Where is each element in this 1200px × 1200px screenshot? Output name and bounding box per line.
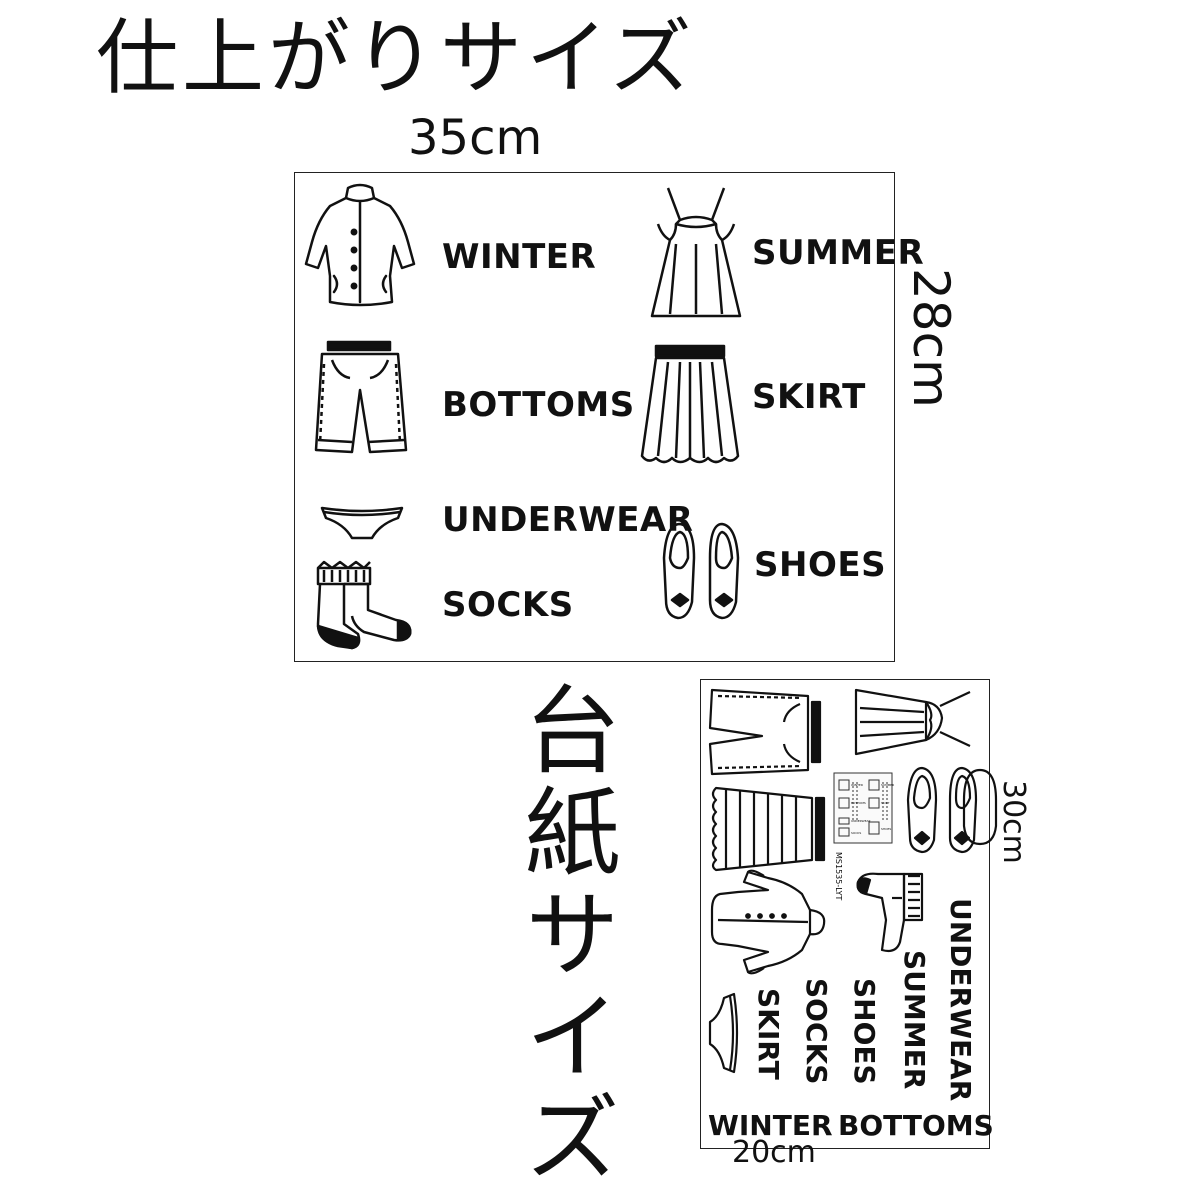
sheet-dress-icon (850, 684, 978, 762)
preview-label: SHOES (881, 827, 891, 831)
sheet-width-label: 20cm (732, 1135, 816, 1170)
sheet-pants-icon (706, 686, 824, 778)
sheet-label-shoes: SHOES (848, 978, 881, 1085)
sheet-shoes-icon (900, 766, 984, 854)
sheet-preview-icon: WINTER SUMMER BOTTOMS SKIRT UNDERWEAR SOCKS SH… (833, 772, 894, 844)
preview-label: BOTTOMS (851, 801, 866, 805)
sheet-label-winter: WINTER (708, 1109, 833, 1142)
sheet-skirt-icon (708, 786, 826, 872)
preview-label: SKIRT (881, 801, 890, 805)
sheet-underwear-icon (706, 990, 746, 1076)
pants-icon (310, 340, 410, 464)
dress-icon (646, 184, 746, 324)
label-shoes: SHOES (754, 545, 887, 585)
finished-height-label: 28cm (902, 268, 960, 408)
socks-icon (304, 560, 420, 654)
label-underwear: UNDERWEAR (442, 500, 694, 540)
label-winter: WINTER (442, 237, 597, 277)
sheet-height-label: 30cm (996, 780, 1031, 864)
sheet-label-skirt: SKIRT (752, 988, 785, 1080)
label-skirt: SKIRT (752, 377, 866, 417)
preview-label: SUMMER (881, 783, 894, 787)
label-summer: SUMMER (752, 233, 925, 273)
label-bottoms: BOTTOMS (442, 385, 635, 425)
finished-size-heading: 仕上がりサイズ (96, 11, 696, 106)
sheet-label-summer: SUMMER (898, 950, 931, 1090)
finished-width-label: 35cm (408, 110, 543, 166)
preview-label: WINTER (851, 783, 863, 787)
sheet-code: MS1535-LYT (834, 852, 843, 901)
shoes-icon (660, 522, 744, 622)
preview-label: SOCKS (851, 831, 861, 835)
sheet-label-bottoms: BOTTOMS (838, 1109, 994, 1142)
sheet-label-underwear: UNDERWEAR (944, 898, 977, 1102)
underwear-icon (318, 500, 406, 544)
sheet-coat-icon (708, 866, 830, 978)
skirt-icon (638, 344, 742, 474)
label-socks: SOCKS (442, 585, 574, 625)
sheet-size-heading: 台紙サイズ (508, 680, 620, 1190)
sheet-label-socks: SOCKS (800, 978, 833, 1085)
sheet-socks-icon (852, 858, 932, 958)
preview-label: UNDERWEAR (851, 819, 871, 823)
coat-icon (300, 180, 420, 310)
